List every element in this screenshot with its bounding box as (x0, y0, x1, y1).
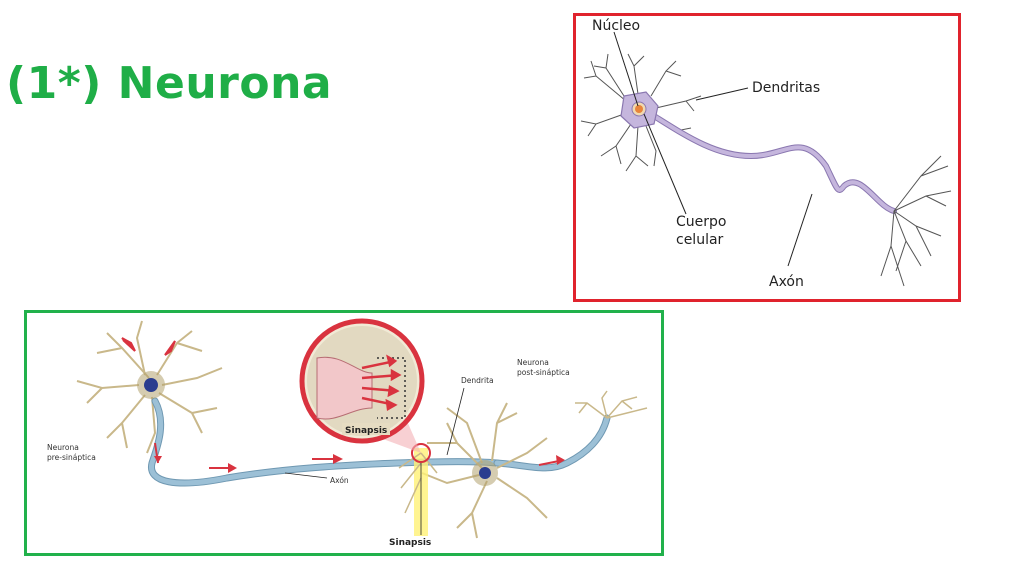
label-postsynaptic-1: Neurona (517, 358, 549, 367)
slide-title: (1*) Neurona (6, 58, 333, 109)
synapse-marker (411, 443, 431, 463)
label-axon: Axón (769, 274, 804, 290)
label-axon: Axón (330, 476, 349, 485)
label-dendrite: Dendrita (461, 376, 494, 385)
presynaptic-nucleus (144, 378, 158, 392)
synapse-diagram-panel: Sinapsis Neurona pre-sináptica Neurona p… (24, 310, 664, 556)
neuron-illustration: Núcleo Dendritas Cuerpo celular Axón (580, 18, 952, 290)
presynaptic-dendrites (76, 320, 223, 454)
nucleus (635, 105, 643, 113)
label-presynaptic-2: pre-sináptica (47, 453, 96, 462)
label-cell-body-2: celular (676, 232, 724, 248)
label-synapse-bottom: Sinapsis (389, 538, 431, 548)
synapse-illustration: Sinapsis Neurona pre-sináptica Neurona p… (47, 318, 648, 548)
neuron-diagram-panel: Núcleo Dendritas Cuerpo celular Axón (573, 13, 961, 302)
synapse-inset: Sinapsis (299, 318, 425, 453)
postsynaptic-dendrites (421, 402, 548, 539)
label-dendrites: Dendritas (752, 80, 820, 96)
label-presynaptic-1: Neurona (47, 443, 79, 452)
label-nucleus: Núcleo (592, 18, 640, 34)
label-synapse-inset: Sinapsis (345, 426, 387, 436)
postsynaptic-nucleus (479, 467, 491, 479)
label-postsynaptic-2: post-sináptica (517, 368, 570, 377)
signal-arrows (121, 337, 565, 473)
label-cell-body-1: Cuerpo (676, 214, 726, 230)
